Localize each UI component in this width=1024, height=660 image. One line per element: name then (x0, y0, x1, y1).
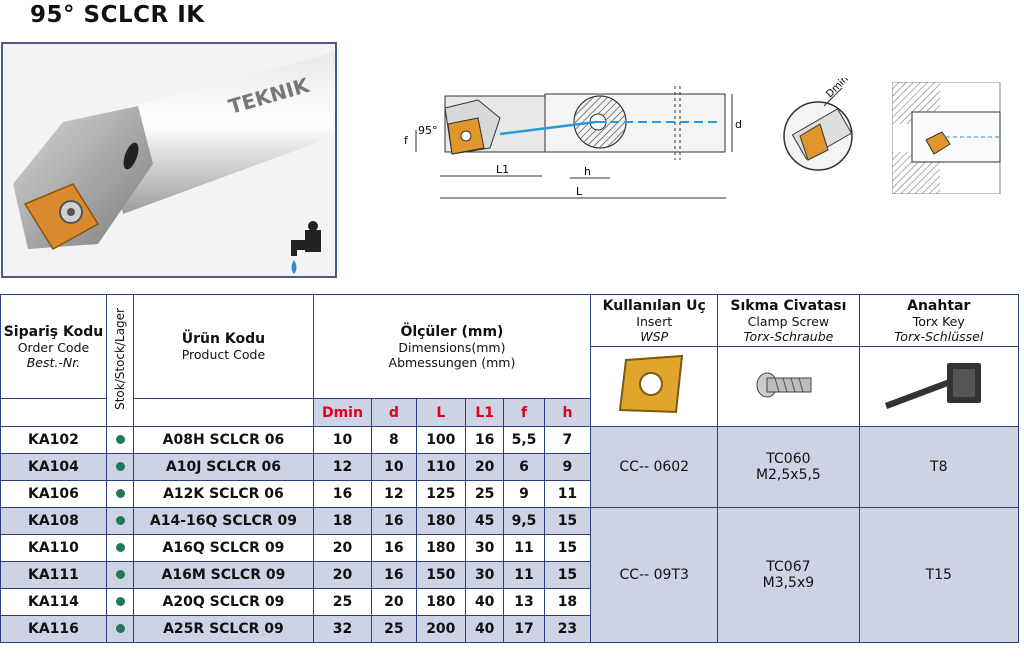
product-table: Sipariş Kodu Order Code Best.-Nr. Stok/S… (0, 294, 1020, 643)
stock-dot (115, 516, 125, 525)
dim-col-dmin: Dmin (312, 398, 373, 427)
screw-header: Sıkma Civatası Clamp Screw Torx-Schraube (717, 294, 860, 347)
stock-dot (115, 462, 125, 471)
stock-header: Stok/Stock/Lager (105, 294, 135, 427)
dim-h-label: h (584, 165, 591, 178)
dimensions-header: Ölçüler (mm) Dimensions(mm) Abmessungen … (312, 294, 592, 399)
toolholder-photo: TEKNIK (1, 42, 337, 278)
dim-dmin-label: Dmin (824, 78, 851, 100)
insert-group-2: CC-- 09T3 (590, 507, 719, 643)
stock-dot (115, 543, 125, 552)
insert-group-1: CC-- 0602 (590, 426, 719, 508)
stock-dot (115, 570, 125, 579)
coolant-tap-icon (291, 221, 321, 274)
insert-image (590, 346, 719, 427)
dim-l-label: L (576, 185, 583, 198)
technical-drawing: d f 95° L1 h L (404, 86, 742, 199)
product-code-header: Ürün Kodu Product Code (133, 294, 314, 399)
dim-f-label: f (404, 134, 409, 147)
clamp-screw-image (717, 346, 860, 427)
dmin-detail-drawing: Dmin (783, 78, 853, 171)
stock-dot (115, 489, 125, 498)
order-code-header: Sipariş Kodu Order Code Best.-Nr. (0, 294, 107, 399)
torx-key-image (858, 346, 1020, 427)
dim-l1-label: L1 (496, 163, 509, 176)
stock-dot (115, 624, 125, 633)
dim-col-l: L (415, 398, 467, 427)
bore-detail-drawing (892, 82, 1001, 194)
key-group-2: T15 (858, 507, 1020, 643)
page-title: 95° SCLCR IK (30, 2, 205, 28)
insert-header: Kullanılan Uç Insert WSP (590, 294, 719, 347)
dim-col-f: f (503, 398, 545, 427)
angle-label: 95° (418, 124, 438, 137)
key-header: Anahtar Torx Key Torx-Schlüssel (858, 294, 1020, 347)
stock-dot (115, 435, 125, 444)
dim-col-l1: L1 (465, 398, 505, 427)
dim-col-h: h (543, 398, 592, 427)
stock-dot (115, 597, 125, 606)
dim-col-d: d (371, 398, 417, 427)
dim-d-label: d (735, 118, 742, 131)
key-group-1: T8 (858, 426, 1020, 508)
